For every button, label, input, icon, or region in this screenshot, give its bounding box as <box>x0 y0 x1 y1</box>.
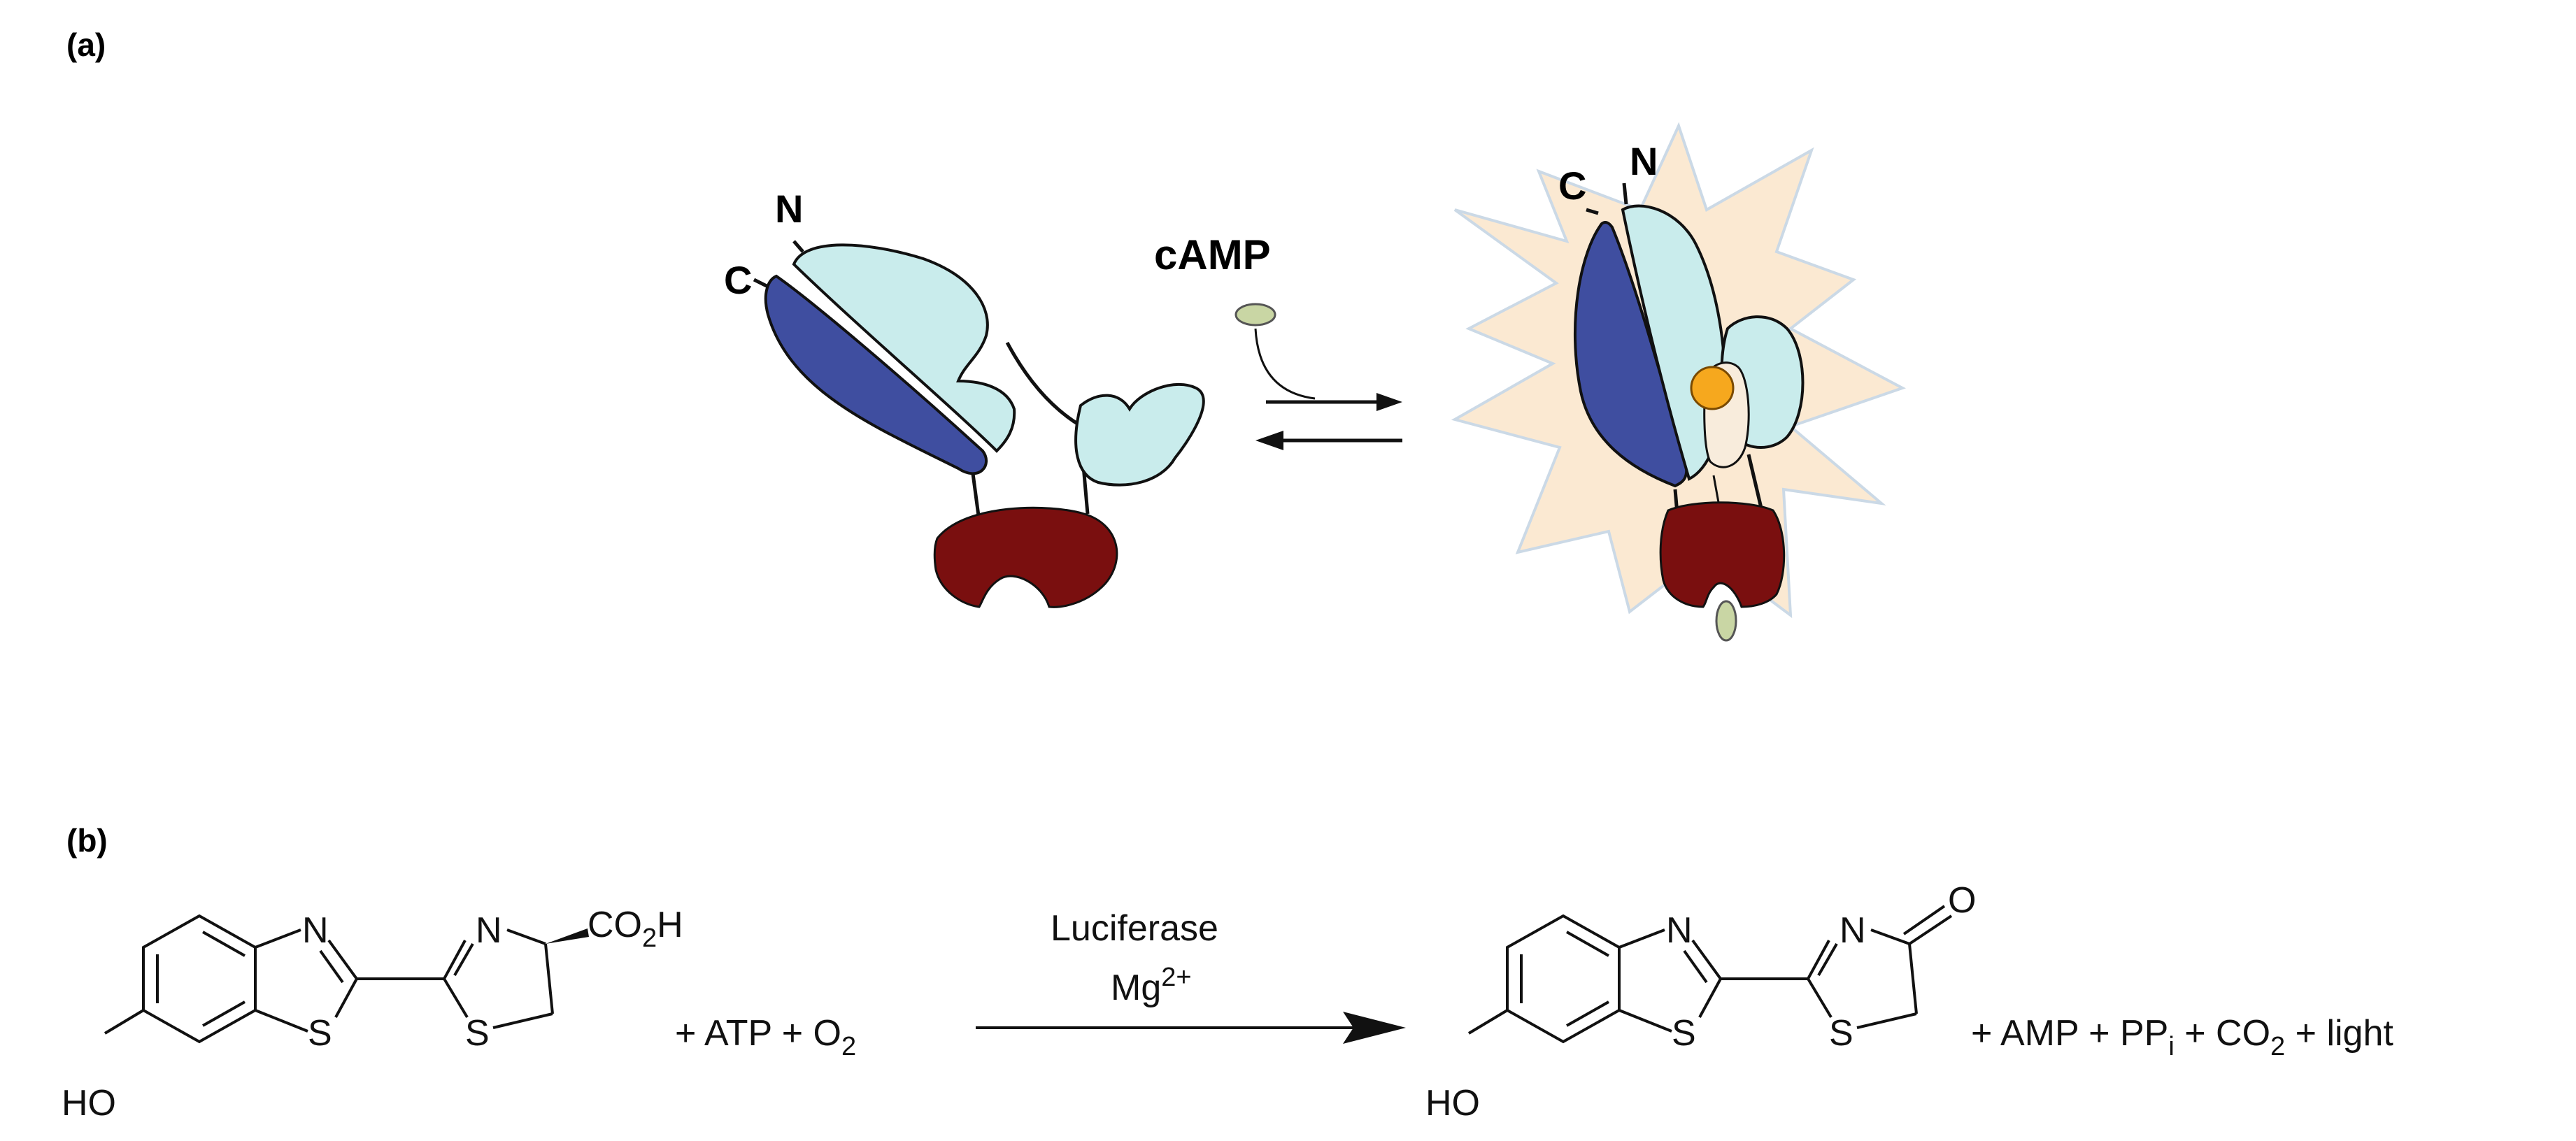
active-sensor: C N <box>1451 122 1907 642</box>
product-labels: HO N S N S O <box>1425 880 1976 1124</box>
byproducts-part1: + AMP + PP <box>1971 1013 2168 1054</box>
byproducts-part3: + light <box>2285 1013 2393 1054</box>
double-bond <box>1817 942 1838 977</box>
s-atom-label: S <box>1829 1013 1853 1054</box>
bond <box>443 977 469 1019</box>
s-atom-label: S <box>1672 1013 1696 1054</box>
bond <box>334 978 358 1018</box>
double-bond <box>1683 949 1708 984</box>
double-bond <box>202 931 245 957</box>
n-domain <box>792 243 1016 453</box>
bond <box>544 943 554 1014</box>
double-bond <box>453 942 474 977</box>
s-atom-label: S <box>308 1013 332 1054</box>
n-atom-label: N <box>1840 910 1866 951</box>
d-luciferin-structure <box>104 914 554 1044</box>
reagents-main: + ATP + O <box>675 1013 841 1054</box>
cnb-domain <box>1074 382 1205 487</box>
oxyluciferin-structure <box>1467 905 1953 1044</box>
cofactor-main: Mg <box>1111 968 1161 1008</box>
inactive-sensor: C N <box>724 187 1205 608</box>
equilibrium: cAMP <box>1154 231 1402 450</box>
bond <box>1870 928 1910 945</box>
n-atom-label: N <box>1666 910 1693 951</box>
n-terminus-line <box>1622 182 1628 205</box>
c-terminus-label: C <box>1558 164 1586 208</box>
benzene-ring <box>142 914 257 1044</box>
c-terminus-line <box>1586 208 1599 215</box>
bond <box>443 940 467 979</box>
n-terminus-line <box>792 240 804 253</box>
bond <box>1698 978 1722 1018</box>
byproducts-subscript-i: i <box>2168 1032 2174 1061</box>
double-bond <box>202 1000 245 1027</box>
byproducts-subscript-2: 2 <box>2270 1032 2285 1061</box>
reaction-arrowhead <box>1343 1012 1406 1044</box>
panel-a-label: (a) <box>66 27 106 63</box>
carbonyl-double-bond <box>1902 905 1946 935</box>
c-terminus-label: C <box>724 258 752 302</box>
red-domain <box>933 506 1118 608</box>
c-domain <box>1574 220 1688 488</box>
bond <box>1807 977 1833 1019</box>
linker <box>1746 454 1765 515</box>
forward-arrowhead <box>1376 393 1402 411</box>
byproducts-part2: + CO <box>2175 1013 2270 1054</box>
c-domain <box>764 274 988 475</box>
bond <box>255 928 301 949</box>
bond <box>506 928 546 945</box>
carbonyl-o-label: O <box>1948 880 1976 921</box>
ho-bond <box>1467 1009 1509 1035</box>
s-atom-label: S <box>465 1013 490 1054</box>
n-atom-label: N <box>476 910 502 951</box>
wedge-bond <box>546 928 589 944</box>
reagents-label: + ATP + O2 <box>675 1013 856 1061</box>
n-atom-label: N <box>302 910 329 951</box>
byproducts-label: + AMP + PPi + CO2 + light <box>1971 1013 2393 1061</box>
substrate-labels: HO N S N S CO2H <box>62 905 683 1124</box>
bond <box>1856 1012 1917 1029</box>
n-terminus-label: N <box>775 187 803 231</box>
n-terminus-label: N <box>1630 139 1658 183</box>
camp-label: cAMP <box>1154 231 1271 278</box>
cofactor-label: Mg2+ <box>1111 963 1192 1008</box>
carbonyl-bond <box>1908 914 1953 945</box>
cofactor-superscript: 2+ <box>1161 963 1191 992</box>
reverse-arrowhead <box>1255 431 1283 450</box>
double-bond <box>319 949 344 984</box>
bond <box>1807 940 1830 979</box>
ho-label: HO <box>1425 1083 1480 1124</box>
bound-camp <box>1690 366 1735 410</box>
ho-bond <box>104 1009 145 1035</box>
benzene-ring <box>1506 914 1621 1044</box>
released-camp <box>1715 600 1737 642</box>
carboxyl-main: CO <box>588 905 642 945</box>
camp-molecule <box>1234 303 1276 326</box>
enzyme-label: Luciferase <box>1051 908 1218 949</box>
linker <box>970 468 981 522</box>
double-bond <box>1566 1000 1609 1027</box>
carboxyl-end: H <box>657 905 683 945</box>
bond <box>1618 1009 1672 1033</box>
bond <box>1691 939 1722 980</box>
double-bond <box>1566 931 1609 957</box>
bond <box>492 1012 553 1029</box>
bond <box>1908 943 1918 1014</box>
c-terminus-line <box>753 278 769 289</box>
bond <box>327 939 358 980</box>
red-domain <box>1659 501 1786 608</box>
panel-b-label: (b) <box>66 822 108 859</box>
binding-curve <box>1254 328 1316 400</box>
reagents-subscript: 2 <box>841 1032 856 1061</box>
ho-label: HO <box>62 1083 116 1124</box>
bond <box>255 1009 308 1033</box>
carboxyl-subscript: 2 <box>642 924 657 953</box>
carboxyl-label: CO2H <box>588 905 683 953</box>
bond <box>1618 928 1665 949</box>
